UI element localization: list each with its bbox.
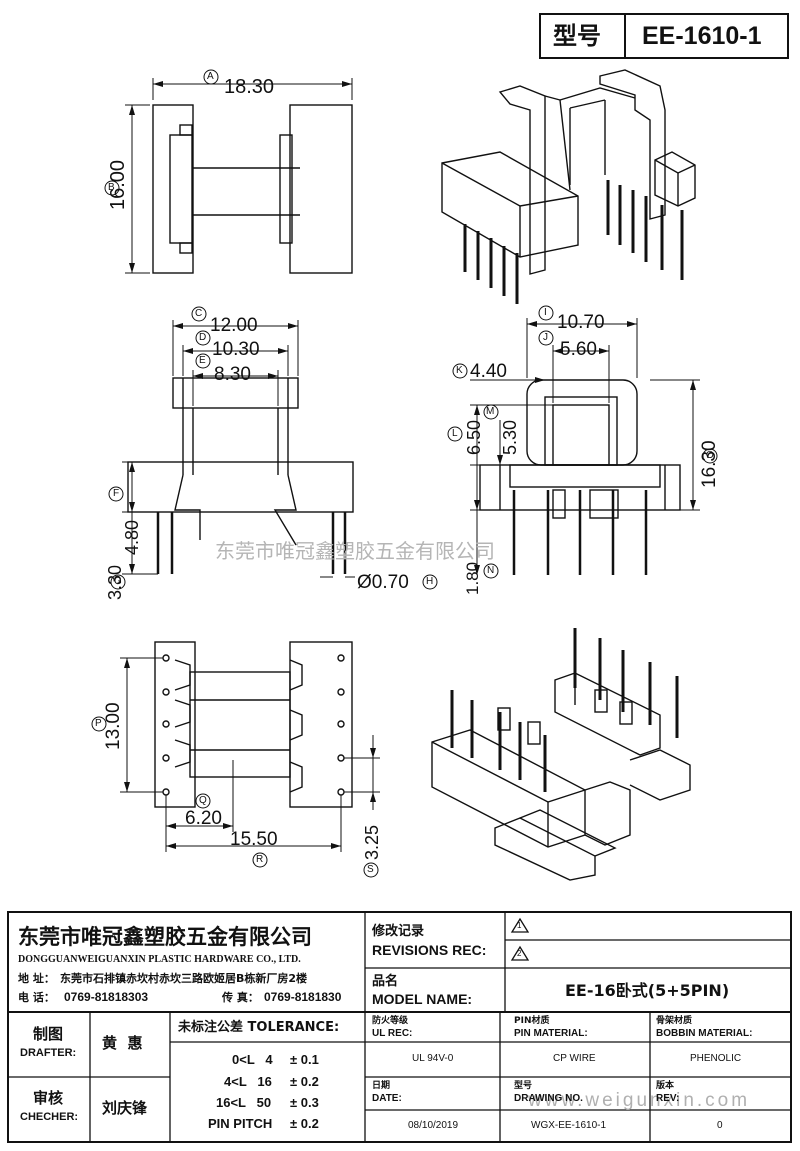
rev-value: 0 xyxy=(717,1120,723,1131)
dim-c-letter: C xyxy=(195,308,203,319)
dim-a-value: 18.30 xyxy=(224,76,275,98)
revision-mark-2: 2 xyxy=(517,949,522,958)
tolerance-label: 未标注公差 TOLERANCE: xyxy=(178,1020,340,1035)
date-value: 08/10/2019 xyxy=(408,1120,459,1131)
model-name-label-en: MODEL NAME: xyxy=(372,991,473,1007)
model-name-label-cn: 品名 xyxy=(372,974,399,989)
dim-f-letter: F xyxy=(113,488,120,499)
bobbin-label-cn: 骨架材质 xyxy=(656,1016,693,1026)
date-label-en: DATE: xyxy=(372,1093,402,1104)
ul-label-en: UL REC: xyxy=(372,1028,413,1039)
tolerance-value-2: ± 0.3 xyxy=(290,1095,319,1110)
dim-f-value: 4.80 xyxy=(122,519,142,555)
top-view xyxy=(120,641,380,852)
checker-name: 刘庆锋 xyxy=(102,1099,148,1117)
dim-c-value: 12.00 xyxy=(210,315,258,336)
dim-d-value: 10.30 xyxy=(212,339,260,360)
checker-label-cn: 审核 xyxy=(33,1089,64,1107)
end-view xyxy=(470,318,700,575)
model-code: EE-1610-1 xyxy=(642,22,762,50)
dim-q-letter: Q xyxy=(199,795,207,806)
front-view xyxy=(122,320,355,578)
type-label: 型号 xyxy=(553,22,601,50)
dim-g-letter: G xyxy=(114,576,122,587)
dim-h-letter: H xyxy=(426,576,434,587)
revisions-label-cn: 修改记录 xyxy=(372,924,425,939)
pin-value: CP WIRE xyxy=(553,1053,596,1064)
dimension-markers xyxy=(91,69,718,878)
dim-q-value: 6.20 xyxy=(185,808,222,829)
drawing-label-cn: 型号 xyxy=(514,1081,533,1091)
drawing-value: WGX-EE-1610-1 xyxy=(531,1120,607,1131)
rev-label-cn: 版本 xyxy=(656,1081,675,1091)
dim-e-letter: E xyxy=(199,355,206,366)
bobbin-value: PHENOLIC xyxy=(690,1053,742,1064)
ul-label-cn: 防火等级 xyxy=(372,1016,409,1026)
pin-label-en: PIN MATERIAL: xyxy=(514,1028,588,1039)
date-label-cn: 日期 xyxy=(372,1081,391,1091)
dim-e-value: 8.30 xyxy=(214,364,251,385)
fax-value: 0769-8181830 xyxy=(264,990,342,1004)
dim-l-value: 6.50 xyxy=(464,419,484,455)
isometric-view-1 xyxy=(441,69,696,304)
revisions-label-en: REVISIONS REC: xyxy=(372,942,487,958)
ul-value: UL 94V-0 xyxy=(412,1053,454,1064)
company-name-en: DONGGUANWEIGUANXIN PLASTIC HARDWARE CO.,… xyxy=(18,954,301,965)
dim-j-value: 5.60 xyxy=(560,339,597,360)
dim-r-value: 15.50 xyxy=(230,829,278,850)
drafter-label-cn: 制图 xyxy=(33,1025,64,1043)
dim-m-value: 5.30 xyxy=(500,419,520,455)
address-label: 地 址： xyxy=(18,972,55,985)
revision-mark-1: 1 xyxy=(517,921,522,930)
company-name-cn: 东莞市唯冠鑫塑胶五金有限公司 xyxy=(18,925,312,949)
dim-b-letter: B xyxy=(108,182,115,193)
model-name-value: EE-16卧式(5+5PIN) xyxy=(565,981,730,1000)
tolerance-range-1: 4<L 16 xyxy=(224,1074,272,1089)
watermark-url: www.weigunxin.com xyxy=(528,1090,751,1111)
dim-n-letter: N xyxy=(487,565,495,576)
phone-label: 电 话： xyxy=(18,991,55,1004)
dim-o-value: 16.30 xyxy=(699,440,720,488)
rev-label-en: REV: xyxy=(656,1093,680,1104)
dim-p-value: 13.00 xyxy=(103,702,124,750)
tolerance-range-3: PIN PITCH xyxy=(208,1116,273,1131)
drafter-label-en: DRAFTER: xyxy=(20,1047,77,1059)
dim-s-letter: S xyxy=(367,864,374,875)
dim-p-letter: P xyxy=(95,718,102,729)
isometric-view-2 xyxy=(431,628,691,881)
dim-o-letter: O xyxy=(706,450,714,461)
header-box xyxy=(539,13,789,59)
drawing-label-en: DRAWING NO. xyxy=(514,1093,583,1104)
dim-k-letter: K xyxy=(456,365,463,376)
title-block xyxy=(7,911,792,1143)
dim-k-value: 4.40 xyxy=(470,361,507,382)
address-value: 东莞市石排镇赤坎村赤坎三路欧姬居B栋新厂房2楼 xyxy=(60,972,308,985)
dim-s-value: 3.25 xyxy=(362,824,382,860)
dim-r-letter: R xyxy=(256,854,264,865)
pin-label-cn: PIN材质 xyxy=(514,1016,550,1026)
dim-h-value: Ø0.70 xyxy=(357,572,409,593)
watermark-center: 东莞市唯冠鑫塑胶五金有限公司 xyxy=(215,539,495,563)
side-view xyxy=(125,78,353,274)
tolerance-value-0: ± 0.1 xyxy=(290,1052,319,1067)
dim-l-letter: L xyxy=(452,428,458,439)
dim-a-letter: A xyxy=(207,71,214,82)
checker-label-en: CHECHER: xyxy=(20,1111,79,1123)
tolerance-range-2: 16<L 50 xyxy=(216,1095,272,1110)
dim-n-value: 1.80 xyxy=(463,561,482,595)
dim-j-letter: J xyxy=(543,332,548,343)
drafter-name: 黄 惠 xyxy=(102,1034,143,1052)
dim-i-value: 10.70 xyxy=(557,312,605,333)
bobbin-label-en: BOBBIN MATERIAL: xyxy=(656,1028,753,1039)
fax-label: 传 真： xyxy=(222,991,259,1004)
dim-m-letter: M xyxy=(486,406,495,417)
tolerance-range-0: 0<L 4 xyxy=(232,1052,273,1067)
dim-i-letter: I xyxy=(544,307,547,318)
dim-d-letter: D xyxy=(199,332,207,343)
phone-value: 0769-81818303 xyxy=(64,990,149,1004)
tolerance-value-1: ± 0.2 xyxy=(290,1074,319,1089)
tolerance-value-3: ± 0.2 xyxy=(290,1116,319,1131)
